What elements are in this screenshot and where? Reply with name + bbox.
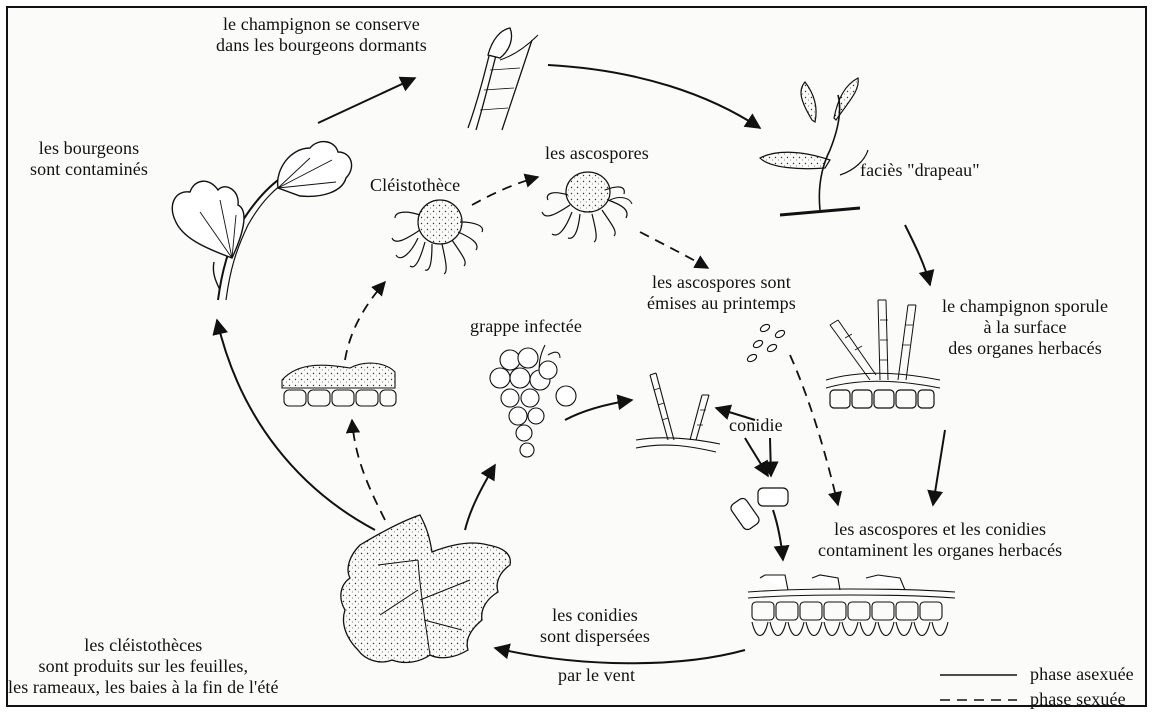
arrow-leaf-to-cluster — [465, 465, 495, 530]
arrow-sporulation-to-contamination — [933, 430, 945, 505]
label-buds-contaminated-line1: les bourgeons — [30, 138, 148, 159]
emitted-ascospores — [746, 323, 786, 363]
ascospores-illustration — [542, 172, 632, 242]
legend-lines — [940, 675, 1017, 700]
label-flag-facies: faciès "drapeau" — [860, 160, 980, 181]
label-contamination-line1: les ascospores et les conidies — [818, 519, 1062, 540]
label-conidia-dispersed-line1: les conidies — [540, 605, 650, 626]
leaf-tissue-illustration — [282, 363, 396, 406]
arrow-conidia-out — [495, 648, 745, 663]
arrow-conidium-down2 — [770, 438, 771, 476]
label-ascospores: les ascospores — [545, 143, 649, 164]
flag-shoot-illustration — [760, 78, 868, 215]
label-cleistothecium: Cléistothèce — [370, 175, 460, 196]
label-fungus-sporulates-line3: des organes herbacés — [942, 338, 1108, 359]
label-by-wind: par le vent — [558, 665, 635, 686]
grape-cluster-illustration — [490, 345, 576, 457]
label-fungus-sporulates: le champignon sporule à la surface des o… — [942, 296, 1108, 359]
label-fungus-sporulates-line2: à la surface — [942, 317, 1108, 338]
infected-tissue-illustration — [748, 575, 955, 636]
label-conidia-dispersed-line2: sont dispersées — [540, 626, 650, 647]
label-bud-storage-line2: dans les bourgeons dormants — [216, 35, 427, 56]
label-cleistothecia-produced-line2: sont produits sur les feuilles, — [8, 656, 279, 677]
legend-asexual-label: phase asexuée — [1030, 664, 1134, 685]
conidia-illustration — [729, 488, 788, 531]
label-conidium: conidie — [729, 415, 783, 436]
dormant-bud-illustration — [468, 28, 538, 130]
label-conidia-dispersed: les conidies sont dispersées — [540, 605, 650, 647]
sporulation-illustration — [826, 300, 940, 408]
arrow-tissue-to-cleistothecium — [345, 282, 385, 360]
arrow-leaf-to-tissue — [352, 420, 385, 520]
label-cleistothecia-produced-line1: les cléistothèces — [8, 635, 279, 656]
arrow-conidium-down1 — [745, 438, 768, 476]
infected-leaf-illustration — [341, 515, 510, 662]
arrow-to-dormant-bud — [318, 78, 415, 123]
label-cleistothecia-produced: les cléistothèces sont produits sur les … — [8, 635, 279, 698]
shoot-illustration — [172, 142, 351, 300]
label-contamination-line2: contaminent les organes herbacés — [818, 540, 1062, 561]
arrow-cleistothecium-to-ascospores — [472, 177, 538, 205]
arrow-ascospores-to-contamination — [790, 355, 838, 505]
arrow-leaf-to-bud — [217, 320, 375, 530]
legend-sexual-label: phase sexuée — [1030, 689, 1126, 710]
label-buds-contaminated: les bourgeons sont contaminés — [30, 138, 148, 180]
label-bud-storage-line1: le champignon se conserve — [216, 14, 427, 35]
label-fungus-sporulates-line1: le champignon sporule — [942, 296, 1108, 317]
label-ascospores-spring: les ascospores sont émises au printemps — [647, 272, 796, 314]
mycelium-illustration — [636, 373, 720, 452]
arrow-flag-to-sporulation — [905, 225, 930, 285]
label-cleistothecia-produced-line3: les rameaux, les baies à la fin de l'été — [8, 677, 279, 698]
arrow-ascospores-emitted — [640, 232, 708, 268]
arrow-conidium-to-tissue — [773, 510, 783, 560]
arrow-cluster-to-mycelium — [565, 400, 632, 420]
label-infected-cluster: grappe infectée — [470, 316, 582, 337]
label-buds-contaminated-line2: sont contaminés — [30, 159, 148, 180]
label-ascospores-spring-line1: les ascospores sont — [647, 272, 796, 293]
label-bud-storage: le champignon se conserve dans les bourg… — [216, 14, 427, 56]
cleistothecium-illustration — [392, 200, 483, 274]
label-ascospores-spring-line2: émises au printemps — [647, 293, 796, 314]
arrow-to-flag — [548, 65, 760, 128]
label-contamination: les ascospores et les conidies contamine… — [818, 519, 1062, 561]
